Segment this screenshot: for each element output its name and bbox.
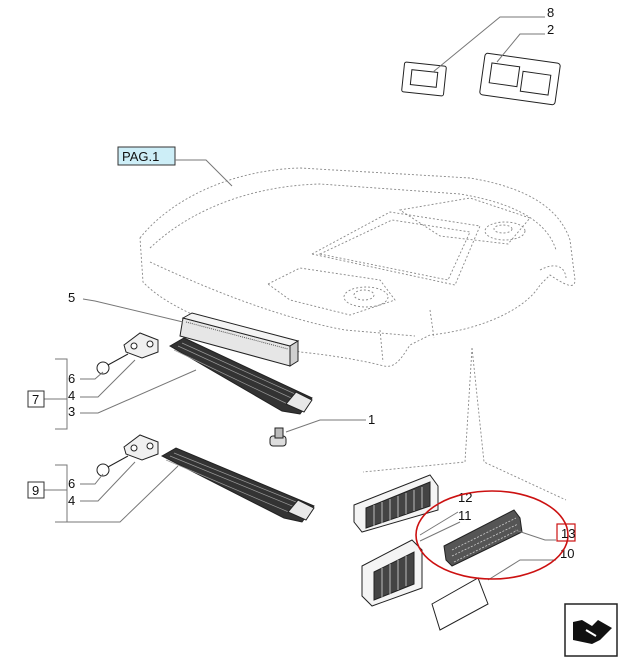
callout-4b: 4 [68, 493, 75, 508]
leader-8 [432, 16, 545, 73]
leader-12 [419, 511, 459, 536]
callout-7-box [27, 390, 45, 408]
callout-9: 9 [32, 483, 39, 498]
leader-4a [80, 359, 136, 398]
vent-cover-top [353, 474, 439, 533]
gasket-large [479, 52, 561, 106]
highlight-ellipse [415, 490, 569, 580]
part-11-vent-grille [443, 509, 523, 567]
leader-pag1 [175, 159, 233, 187]
detail-line-right [471, 347, 567, 501]
part-4-hinge-upper [123, 332, 159, 359]
part-5-filter-bar [179, 312, 300, 367]
callout-6a: 6 [68, 371, 75, 386]
callout-11: 11 [458, 508, 472, 523]
callout-7: 7 [32, 392, 39, 407]
part-10-filter-pad [431, 577, 489, 631]
leader-6b [80, 473, 104, 485]
part-4-hinge-lower [123, 434, 159, 461]
next-page-arrow-icon[interactable] [564, 603, 618, 657]
callout-1: 1 [368, 412, 375, 427]
leader-13 [514, 529, 556, 541]
callout-6b: 6 [68, 476, 75, 491]
part-grille-lower [160, 447, 315, 523]
callout-3: 3 [68, 404, 75, 419]
leader-3 [80, 369, 197, 414]
part-6-pin-upper [96, 353, 129, 375]
callout-8: 8 [547, 5, 554, 20]
vent-cover-bottom [361, 539, 423, 607]
leader-grille-lower [67, 465, 179, 523]
leader-6a [80, 371, 104, 380]
leader-2 [496, 33, 545, 63]
part-3-grille-upper [168, 337, 313, 415]
callout-2: 2 [547, 22, 554, 37]
leader-5 [82, 298, 184, 323]
leader-4b [80, 461, 136, 502]
detail-line-left [362, 347, 473, 473]
leader-1 [285, 419, 366, 433]
bracket-7 [55, 358, 68, 430]
part-6-pin-lower [96, 455, 129, 477]
bracket-9 [55, 464, 68, 523]
callout-13: 13 [561, 526, 575, 541]
page-reference-tag[interactable]: PAG.1 [117, 146, 176, 166]
callout-9-box [27, 481, 45, 499]
callout-5: 5 [68, 290, 75, 305]
callout-13-box [556, 523, 576, 542]
leader-11 [419, 521, 461, 542]
callout-4a: 4 [68, 388, 75, 403]
leader-10 [487, 559, 556, 581]
part-1-knob [269, 427, 287, 447]
page-reference-label: PAG.1 [122, 149, 159, 164]
cab-roof-outline [139, 167, 576, 367]
